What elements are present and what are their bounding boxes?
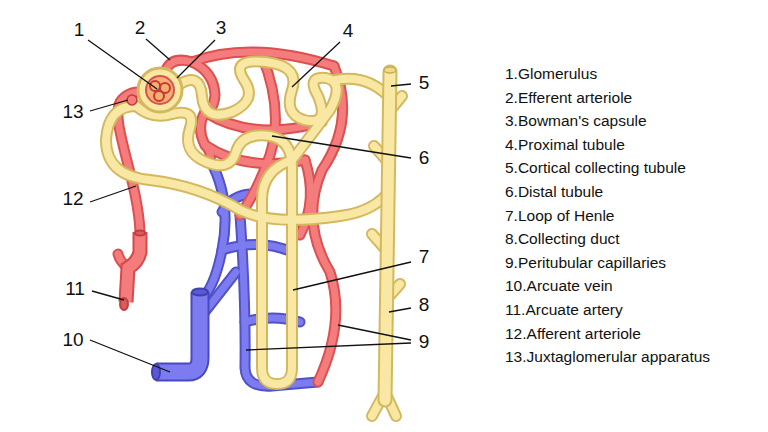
leader-line: [90, 100, 128, 111]
duct-opening: [384, 67, 396, 73]
key-entry: 11.Arcuate artery: [505, 301, 623, 318]
artery-opening: [135, 231, 145, 236]
callout-number: 8: [419, 295, 430, 316]
glomerulus-group: [127, 68, 182, 112]
key-entry: 13.Juxtaglomerular apparatus: [505, 349, 710, 366]
callout-number: 12: [62, 189, 83, 210]
leader-line: [90, 186, 136, 202]
proximal-tubule: [180, 61, 337, 160]
arcuate-vein: [156, 292, 200, 372]
bowmans-capsule: [138, 68, 182, 112]
callout-number: 9: [419, 332, 430, 353]
leader-line: [293, 262, 411, 290]
arcuate-artery: [126, 232, 140, 302]
leader-line: [246, 343, 411, 350]
key-entry: 1.Glomerulus: [505, 65, 597, 82]
callout-number: 1: [74, 20, 85, 41]
veins: [152, 160, 318, 386]
key-entry: 12.Afferent arteriole: [505, 325, 641, 342]
connecting-tubule: [106, 106, 385, 220]
cortical-collecting-tubule: [336, 79, 388, 96]
proximal-tubule: [180, 61, 337, 160]
cortical-collecting-tubule: [336, 79, 388, 96]
leader-line: [90, 340, 170, 372]
leader-line: [389, 308, 411, 312]
vein: [240, 215, 318, 386]
arcuate-artery: [126, 232, 140, 302]
collecting-duct: [385, 72, 390, 400]
leader-lines: [88, 39, 411, 372]
glomerulus: [146, 76, 174, 104]
callout-number: 2: [135, 18, 146, 39]
glomerulus-loop: [150, 81, 160, 91]
tubules: [106, 61, 402, 416]
vein: [200, 160, 225, 300]
callout-number: 6: [419, 148, 430, 169]
connecting-tubule: [106, 106, 385, 220]
glomerulus-loop: [154, 91, 164, 101]
callout-number: 5: [419, 73, 430, 94]
collecting-duct: [385, 72, 390, 400]
leader-line: [146, 39, 170, 60]
juxtaglomerular-apparatus: [127, 95, 137, 105]
vein-opening: [192, 289, 208, 296]
leader-line: [292, 42, 340, 87]
key-entry: 4.Proximal tubule: [505, 136, 625, 153]
callout-number: 7: [419, 247, 430, 268]
key-entry: 9.Peritubular capillaries: [505, 254, 666, 271]
callout-number: 11: [65, 279, 85, 300]
callout-number: 10: [62, 330, 83, 351]
leader-line: [88, 40, 157, 89]
leader-line: [177, 40, 215, 78]
callout-number: 13: [62, 102, 83, 123]
arcuate-vein: [156, 292, 200, 372]
callout-number: 3: [216, 18, 227, 39]
key-entry: 7.Loop of Henle: [505, 207, 614, 224]
key-entry: 2.Efferent arteriole: [505, 89, 632, 106]
callout-number: 4: [343, 21, 354, 42]
distal-tubule: [136, 106, 292, 168]
leader-line: [338, 325, 411, 340]
vein: [200, 160, 225, 300]
key-entry: 8.Collecting duct: [505, 231, 620, 248]
key-entry: 10.Arcuate vein: [505, 278, 613, 295]
loop-of-henle: [262, 160, 292, 384]
leader-line: [391, 84, 411, 86]
key-entry: 6.Distal tubule: [505, 183, 603, 200]
key-entry: 5.Cortical collecting tubule: [505, 160, 686, 177]
leader-line: [272, 136, 411, 158]
loop-of-henle: [262, 160, 292, 384]
leader-line: [92, 291, 124, 300]
key-entry: 3.Bowman's capsule: [505, 113, 647, 130]
